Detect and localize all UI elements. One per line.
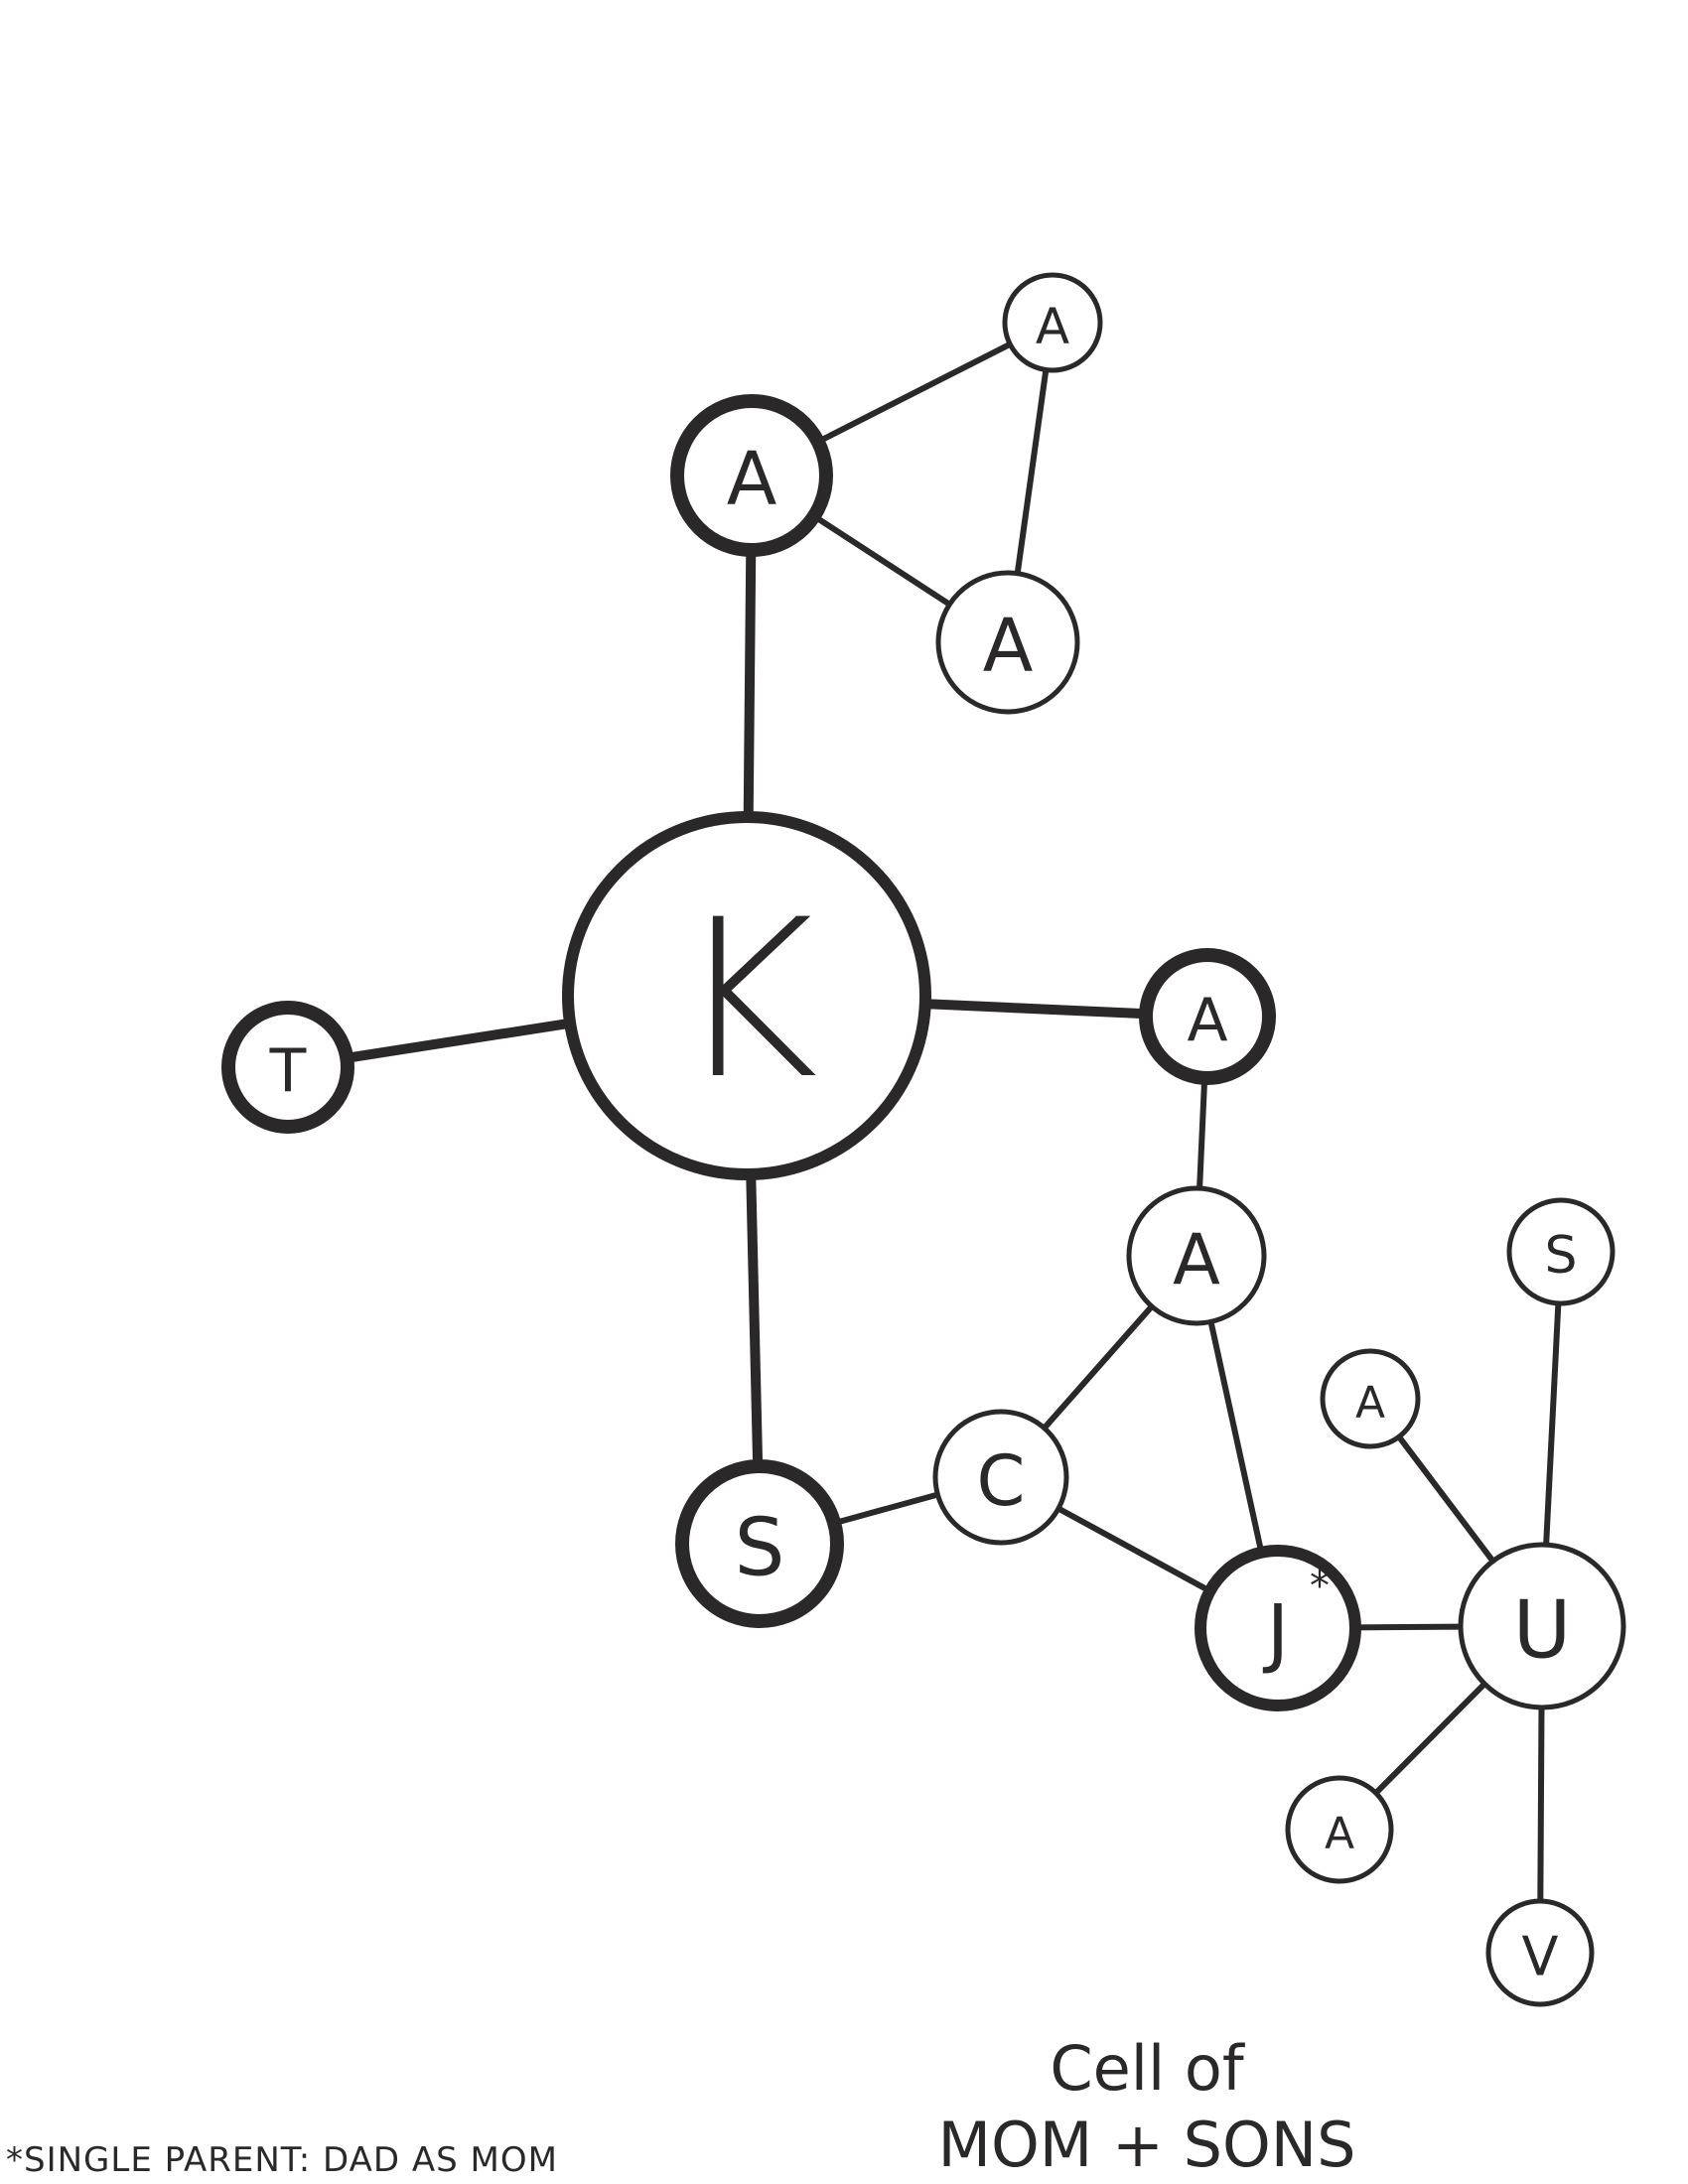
node-circle-a2: [1002, 272, 1103, 373]
node-circle-v: [1485, 1898, 1595, 2007]
footnote-text: *SINGLE PARENT: DAD AS MOM: [6, 2140, 558, 2180]
node-circle-s1: [675, 1459, 844, 1628]
node-circle-a6: [1320, 1348, 1421, 1449]
node-a1: A: [670, 394, 833, 557]
node-label-a3: A: [983, 604, 1034, 689]
node-circle-t: [221, 1001, 354, 1134]
node-circle-s2: [1506, 1197, 1616, 1306]
node-label-s2: S: [1544, 1226, 1577, 1286]
node-label-u: U: [1513, 1584, 1572, 1677]
node-circle-a7: [1285, 1775, 1394, 1884]
node-label-a7: A: [1325, 1809, 1354, 1859]
node-circle-a5: [1126, 1185, 1267, 1326]
node-k: K: [562, 811, 931, 1180]
node-s1: S: [675, 1459, 844, 1628]
node-label-c: C: [977, 1440, 1026, 1522]
node-a3: A: [935, 570, 1080, 715]
node-mark-j: *: [1310, 1564, 1330, 1609]
node-t: T: [221, 1001, 354, 1134]
node-a7: A: [1285, 1775, 1394, 1884]
node-s2: S: [1506, 1197, 1616, 1306]
node-circle-j: [1195, 1545, 1361, 1711]
node-label-v: V: [1522, 1926, 1559, 1988]
node-circle-a1: [670, 394, 833, 557]
node-circle-c: [932, 1409, 1069, 1546]
node-c: C: [932, 1409, 1069, 1546]
node-label-a5: A: [1173, 1219, 1220, 1300]
node-j: J*: [1195, 1545, 1361, 1711]
node-label-a4: A: [1187, 986, 1227, 1055]
node-circle-k: [562, 811, 931, 1180]
node-circle-a4: [1139, 948, 1276, 1085]
node-u: U: [1458, 1542, 1626, 1710]
node-label-a6: A: [1355, 1378, 1385, 1429]
caption-line-1: Cell of: [1050, 2032, 1246, 2105]
node-a5: A: [1126, 1185, 1267, 1326]
node-label-a2: A: [1036, 298, 1069, 355]
node-a6: A: [1320, 1348, 1421, 1449]
node-circle-a3: [935, 570, 1080, 715]
node-a4: A: [1139, 948, 1276, 1085]
node-a2: A: [1002, 272, 1103, 373]
node-circle-u: [1458, 1542, 1626, 1710]
node-label-s1: S: [735, 1502, 785, 1594]
node-label-a1: A: [727, 437, 777, 522]
edge-layer: [283, 320, 1564, 1956]
caption-line-2: MOM + SONS: [937, 2109, 1355, 2181]
node-v: V: [1485, 1898, 1595, 2007]
node-label-j: J: [1263, 1588, 1289, 1677]
node-label-k: K: [675, 873, 818, 1127]
node-label-t: T: [269, 1036, 307, 1106]
